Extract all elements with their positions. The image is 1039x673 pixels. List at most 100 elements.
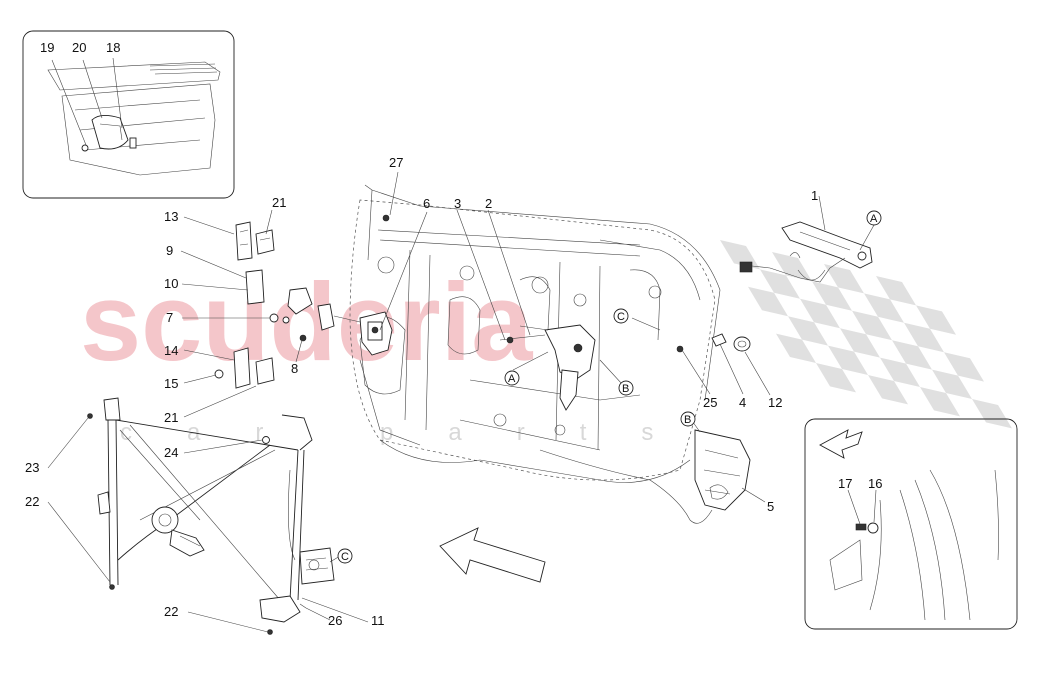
screw-15 bbox=[214, 369, 224, 379]
clip-4 bbox=[711, 333, 727, 347]
bolt-23 bbox=[87, 413, 93, 419]
svg-text:C: C bbox=[341, 551, 349, 563]
callout-26: 26 bbox=[328, 613, 342, 628]
callout-5: 5 bbox=[767, 499, 774, 514]
nut-7a bbox=[269, 313, 279, 323]
callout-2: 2 bbox=[485, 196, 492, 211]
callout-24: 24 bbox=[164, 445, 178, 460]
callout-22-left: 22 bbox=[25, 494, 39, 509]
callout-21-top: 21 bbox=[272, 195, 286, 210]
ref-a-main: A bbox=[504, 370, 520, 386]
bracket-14 bbox=[233, 347, 251, 389]
bush-9 bbox=[245, 269, 265, 305]
callout-20: 20 bbox=[72, 40, 86, 55]
checker-square bbox=[772, 252, 812, 282]
checker-square bbox=[840, 328, 880, 358]
bolt-22b bbox=[267, 629, 273, 635]
screw-25 bbox=[676, 345, 684, 353]
bracket-21-top bbox=[255, 229, 275, 255]
cap-12 bbox=[733, 336, 751, 352]
checker-square bbox=[800, 298, 840, 329]
svg-text:A: A bbox=[508, 373, 516, 385]
checker-square bbox=[828, 345, 868, 375]
leader-lines bbox=[47, 171, 875, 633]
bolt-8 bbox=[299, 334, 307, 342]
window-motor bbox=[151, 506, 205, 557]
nut-24 bbox=[262, 436, 270, 444]
check-arm bbox=[317, 303, 335, 331]
checker-square bbox=[916, 305, 956, 335]
checker-square bbox=[868, 375, 908, 405]
callout-3: 3 bbox=[454, 196, 461, 211]
inset-top-left: 19 20 18 bbox=[22, 30, 235, 199]
callout-10: 10 bbox=[164, 276, 178, 291]
ref-b-actuator: B bbox=[680, 411, 696, 427]
window-regulator bbox=[97, 397, 313, 623]
callout-7: 7 bbox=[166, 310, 173, 325]
checker-square bbox=[920, 387, 960, 417]
checker-square bbox=[788, 316, 828, 346]
callout-17: 17 bbox=[838, 476, 852, 491]
checker-square bbox=[760, 269, 800, 299]
ref-c-main: C bbox=[613, 308, 629, 324]
checker-square bbox=[816, 363, 856, 393]
checker-square bbox=[944, 352, 984, 382]
door-latch-assembly bbox=[499, 324, 596, 411]
checker-square bbox=[852, 310, 892, 341]
callout-21-bottom: 21 bbox=[164, 410, 178, 425]
watermark-sub: car parts bbox=[120, 419, 708, 446]
callout-22-bottom: 22 bbox=[164, 604, 178, 619]
bracket-21-bottom bbox=[255, 357, 275, 385]
callout-6: 6 bbox=[423, 196, 430, 211]
callout-13: 13 bbox=[164, 209, 178, 224]
svg-text:B: B bbox=[622, 383, 629, 395]
bolt-22a bbox=[109, 584, 115, 590]
bracket-13 bbox=[235, 221, 253, 261]
callout-8: 8 bbox=[291, 361, 298, 376]
door-check-strap bbox=[359, 311, 393, 356]
screw-27 bbox=[382, 214, 390, 222]
watermark-checkerboard bbox=[720, 240, 1012, 429]
callout-27: 27 bbox=[389, 155, 403, 170]
callout-1: 1 bbox=[811, 188, 818, 203]
window-control-unit bbox=[299, 547, 335, 585]
inset-bottom-right: 17 16 bbox=[804, 418, 1018, 630]
ref-c-regulator: C bbox=[337, 548, 353, 564]
checker-square bbox=[876, 276, 916, 306]
callout-16: 16 bbox=[868, 476, 882, 491]
callout-23: 23 bbox=[25, 460, 39, 475]
callout-25: 25 bbox=[703, 395, 717, 410]
callout-9: 9 bbox=[166, 243, 173, 258]
callout-14: 14 bbox=[164, 343, 178, 358]
callout-4: 4 bbox=[739, 395, 746, 410]
callout-11: 11 bbox=[371, 613, 385, 628]
ref-b-main: B bbox=[618, 380, 634, 396]
checker-square bbox=[972, 399, 1012, 429]
checker-square bbox=[812, 281, 852, 311]
callout-15: 15 bbox=[164, 376, 178, 391]
callout-19: 19 bbox=[40, 40, 54, 55]
checker-square bbox=[932, 369, 972, 399]
checker-square bbox=[892, 340, 932, 370]
svg-text:B: B bbox=[684, 414, 691, 426]
direction-arrow bbox=[439, 527, 546, 583]
door-lock-actuator bbox=[539, 429, 751, 524]
outside-door-handle bbox=[739, 221, 873, 283]
checker-square bbox=[776, 333, 816, 363]
callout-12: 12 bbox=[768, 395, 782, 410]
svg-text:C: C bbox=[617, 311, 625, 323]
checker-square bbox=[880, 357, 920, 387]
callout-numbers: 1 2 3 6 27 25 4 12 5 13 21 9 10 7 14 15 … bbox=[25, 155, 818, 628]
checker-square bbox=[904, 322, 944, 353]
ref-a-handle: A bbox=[866, 210, 882, 226]
checker-square bbox=[824, 264, 864, 294]
watermark-brand: scuderia bbox=[80, 261, 533, 384]
checker-square bbox=[864, 293, 904, 323]
nut-7b bbox=[282, 316, 290, 324]
checker-square bbox=[748, 286, 788, 317]
svg-text:A: A bbox=[870, 213, 878, 225]
callout-18: 18 bbox=[106, 40, 120, 55]
bush-10 bbox=[287, 287, 313, 315]
